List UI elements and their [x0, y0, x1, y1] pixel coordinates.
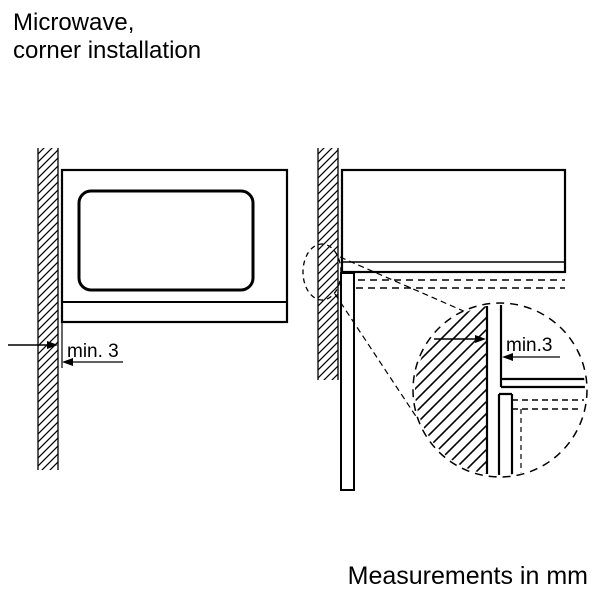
arrow-left-icon [502, 353, 513, 361]
front-dim-label: min. 3 [67, 341, 119, 362]
dimension-min3-front: min. 3 [8, 322, 123, 368]
arrow-right-icon [47, 341, 58, 349]
wall-hatch-fill [38, 148, 58, 470]
wall-hatch-fill [318, 148, 338, 380]
microwave-side-body [340, 168, 567, 274]
front-view: min. 3 [8, 148, 289, 470]
leader-line-bottom [334, 293, 426, 431]
detail-magnifier-circle [412, 302, 588, 478]
side-view: min.3 [302, 148, 588, 491]
microwave-side [340, 168, 567, 289]
measurements-note: Measurements in mm [348, 562, 588, 590]
door-window [77, 189, 255, 292]
microwave-front [60, 168, 289, 324]
detail-wall-hatch [415, 305, 487, 475]
title-line-2: corner installation [13, 37, 201, 64]
wall-hatch-side [317, 148, 339, 380]
arrow-right-icon [475, 335, 486, 343]
arrow-left-icon [62, 358, 73, 366]
dimension-min3-detail: min.3 [434, 335, 560, 361]
leader-line-top [339, 256, 469, 314]
wall-hatch-front [37, 148, 59, 470]
title-line-1: Microwave, [13, 9, 134, 36]
detail-callout-small-circle [302, 243, 342, 301]
detail-leader-lines [334, 256, 469, 431]
open-door-panel [340, 272, 355, 491]
detail-dim-label: min.3 [506, 335, 552, 356]
